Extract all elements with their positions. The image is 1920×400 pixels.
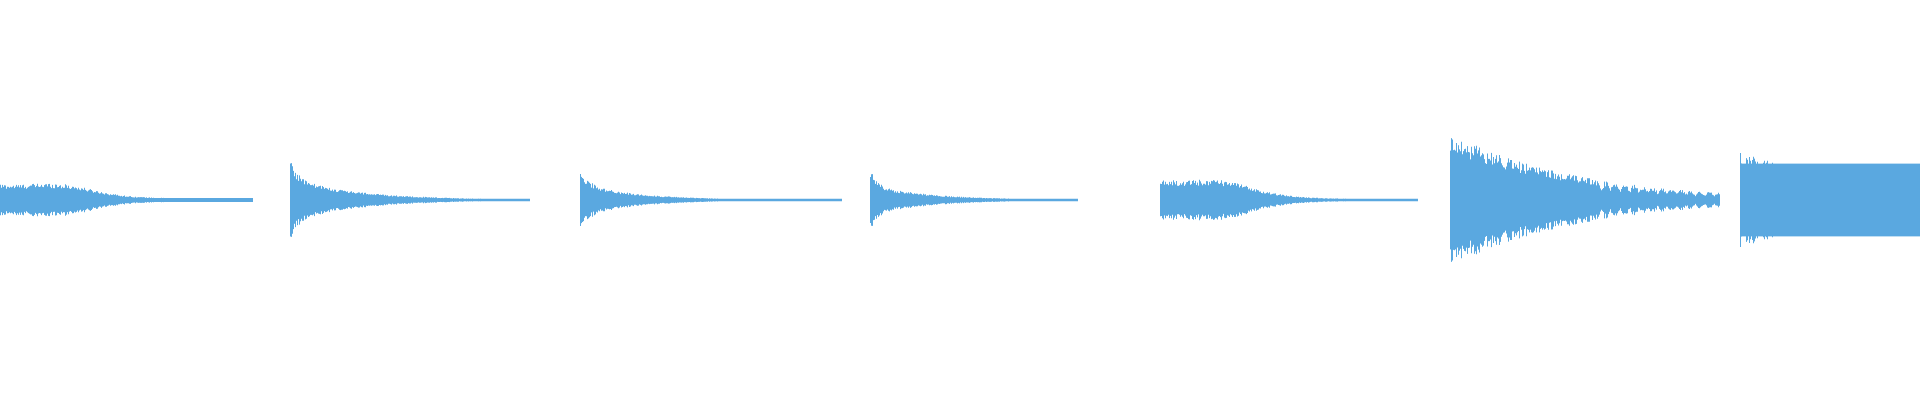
waveform-clip-6[interactable] <box>1450 138 1720 262</box>
waveform-path <box>0 183 253 217</box>
waveform-clip-5[interactable] <box>1160 179 1418 221</box>
waveform-path <box>580 174 842 226</box>
waveform-clip-1[interactable] <box>0 183 253 217</box>
waveform-clip-7[interactable] <box>1740 153 1920 247</box>
waveform-path <box>1450 138 1720 262</box>
waveform-path <box>1160 179 1418 221</box>
waveform-clip-2[interactable] <box>290 163 530 237</box>
waveform-clip-3[interactable] <box>580 174 842 226</box>
waveform-path <box>870 174 1078 226</box>
waveform-path <box>1740 153 1920 247</box>
waveform-path <box>290 163 530 237</box>
waveform-clip-4[interactable] <box>870 174 1078 226</box>
